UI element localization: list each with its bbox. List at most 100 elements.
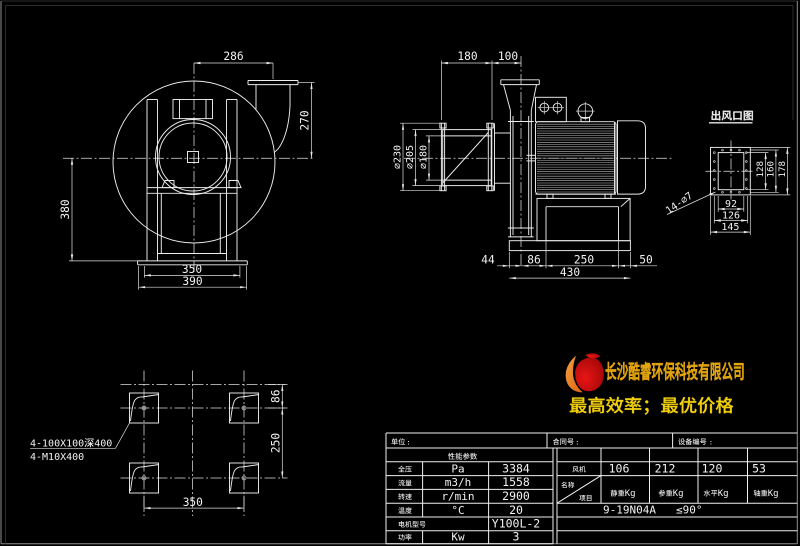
drawing-path [70, 254, 74, 261]
cjk-glyph [610, 489, 618, 497]
cjk-glyph [405, 507, 412, 514]
bolt-hole [745, 169, 748, 172]
row-label-4 [398, 521, 426, 528]
cjk-glyph [674, 361, 687, 381]
cjk-glyph [697, 396, 716, 414]
cjk-glyph [398, 534, 405, 541]
cjk-glyph [455, 452, 463, 460]
bolt-hole [721, 148, 724, 152]
row-unit-3: °C [451, 504, 464, 517]
motor-fins [537, 123, 615, 193]
cjk-glyph [715, 396, 734, 414]
cjk-glyph [710, 362, 722, 381]
dim-390: 390 [182, 275, 202, 288]
drawing-path [539, 264, 546, 267]
bolt-hole [713, 151, 716, 154]
anchor-hook [230, 464, 260, 492]
cjk-glyph [651, 362, 664, 381]
drawing-path [714, 219, 721, 222]
drawing-path [509, 277, 516, 280]
anchor-hook [230, 394, 260, 422]
equipment-colon: : [709, 437, 713, 446]
cjk-glyph [405, 533, 412, 541]
cjk-glyph [568, 481, 575, 489]
drawing-line [530, 84, 537, 111]
drawing-rect [604, 193, 612, 199]
dim-180: 180 [457, 50, 477, 63]
cjk-glyph [679, 396, 697, 414]
drawing-path [273, 84, 291, 153]
bolt-hole [738, 190, 741, 194]
dim-380: 380 [59, 199, 72, 219]
cjk-glyph [579, 495, 586, 502]
slogan [569, 396, 734, 415]
drawing-path [710, 230, 717, 234]
cjk-glyph [733, 111, 742, 121]
row-label-3 [398, 507, 412, 514]
cjk-glyph [405, 521, 412, 528]
drawing-path [764, 152, 767, 160]
drawing-line [620, 198, 631, 208]
outlet-view-title [711, 110, 754, 121]
weight-label-suffix-2: Kg [718, 489, 729, 499]
cjk-glyph [391, 438, 398, 445]
drawing-path [522, 264, 529, 267]
cjk-glyph [569, 397, 587, 414]
cjk-glyph [412, 521, 419, 528]
row-value-0: 3384 [502, 461, 530, 475]
cjk-glyph [692, 438, 700, 445]
inlet-duct [442, 129, 492, 187]
drawing-path [764, 183, 767, 190]
dim-430: 430 [560, 266, 580, 279]
dim-250f: 250 [270, 433, 283, 453]
dim-bolt_circle: ⌀205 [405, 145, 416, 169]
cjk-glyph [616, 361, 629, 381]
cjk-glyph [579, 466, 586, 473]
cjk-glyph [567, 438, 574, 445]
drawing-path [612, 264, 619, 267]
anchor-bolt-dot [243, 477, 245, 479]
cjk-glyph [639, 361, 652, 381]
bolt-hole [713, 187, 716, 190]
drawing-path [240, 286, 247, 289]
foundation-note1-post: 400 [94, 438, 112, 449]
diag-bottom-label [579, 495, 592, 502]
cjk-glyph [84, 438, 94, 448]
drawing-path [546, 264, 553, 267]
cjk-glyph [700, 438, 707, 445]
drawing-path [144, 507, 151, 510]
angle-value: ≤90° [676, 504, 703, 517]
dim-h_bolts: 160 [766, 161, 777, 178]
drawing-path [281, 401, 284, 408]
anchor-pad [129, 392, 159, 424]
drawing-rect [486, 185, 494, 192]
bolt-hole [713, 178, 716, 181]
company-name [605, 361, 744, 381]
cjk-glyph [447, 452, 455, 460]
cjk-glyph [560, 438, 567, 445]
drawing-path [741, 219, 748, 222]
anchor-bolt [141, 405, 147, 411]
note-leader [115, 422, 130, 449]
cjk-glyph [711, 110, 721, 121]
volute-casing [112, 80, 276, 244]
dim-100: 100 [498, 50, 518, 63]
cjk-glyph [605, 361, 617, 381]
cjk-glyph [617, 489, 625, 497]
cjk-glyph [721, 361, 734, 381]
inlet-circle [158, 122, 228, 192]
drawing-path [630, 264, 637, 267]
equipment-label [678, 438, 707, 445]
cjk-glyph [588, 396, 605, 414]
contract-colon: : [575, 437, 579, 446]
anchor-bolt-dot [243, 407, 245, 409]
drawing-path [786, 147, 789, 154]
drawing-line [442, 132, 489, 184]
bolt-hole [745, 187, 748, 190]
side-view: 180 100 ⌀230 ⌀205 ⌀180 44 86 250 50 430 [392, 50, 672, 280]
bolt-hole [721, 190, 724, 194]
dim-350f: 350 [183, 496, 203, 509]
dim-86: 86 [527, 253, 541, 266]
dim-w_bolts: 126 [722, 211, 740, 222]
row-unit-2: r/min [441, 490, 474, 503]
